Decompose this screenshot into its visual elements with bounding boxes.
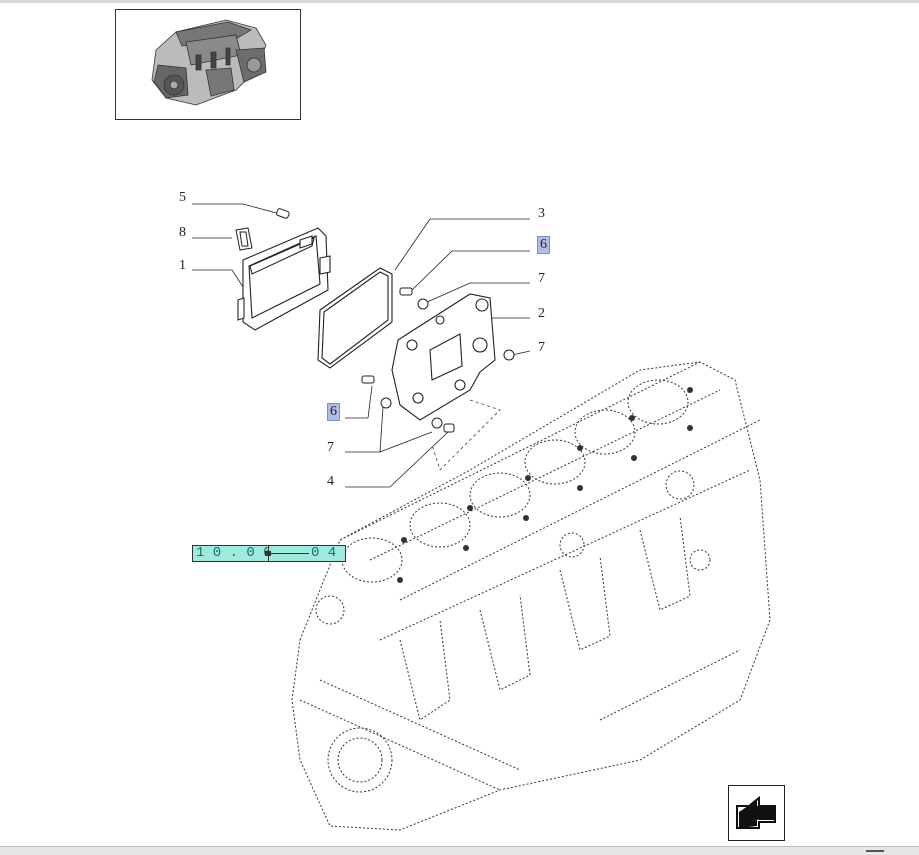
callout-6-link-top[interactable]: 6 [537, 236, 550, 254]
engine-block-bolt-holes [397, 387, 693, 583]
callout-7-bottom: 7 [327, 440, 334, 455]
bolt-part-5 [276, 208, 290, 219]
reference-right-code: 0 4 [311, 546, 337, 561]
callout-6-link-bottom[interactable]: 6 [327, 403, 340, 421]
leader-lines [192, 203, 531, 488]
alignment-dashes [431, 399, 501, 471]
bottom-border [0, 846, 919, 855]
bottom-mark [866, 850, 884, 852]
next-page-button[interactable] [728, 785, 785, 841]
callout-1: 1 [179, 258, 186, 273]
gasket-part-3 [317, 267, 393, 369]
reference-connector [269, 553, 309, 554]
plate-part-2 [391, 293, 496, 421]
callout-3: 3 [538, 206, 545, 221]
clip-part-8 [235, 227, 253, 251]
ecu-part-1 [237, 227, 331, 331]
top-border [0, 0, 919, 3]
callout-8: 8 [179, 225, 186, 240]
engine-thumbnail[interactable] [115, 9, 301, 120]
callout-5: 5 [179, 190, 186, 205]
reference-dot [265, 551, 271, 556]
callout-7-right: 7 [538, 340, 545, 355]
callout-4: 4 [327, 474, 334, 489]
engine-block [291, 361, 771, 831]
fasteners [361, 287, 515, 433]
callout-2: 2 [538, 306, 545, 321]
callout-7-top: 7 [538, 271, 545, 286]
next-page-arrow-icon [736, 795, 776, 829]
engine-thumbnail-icon [151, 19, 267, 106]
reference-left-code: 1 0 . 0 0 [193, 546, 269, 561]
reference-link[interactable]: 1 0 . 0 0 0 4 [192, 545, 346, 562]
